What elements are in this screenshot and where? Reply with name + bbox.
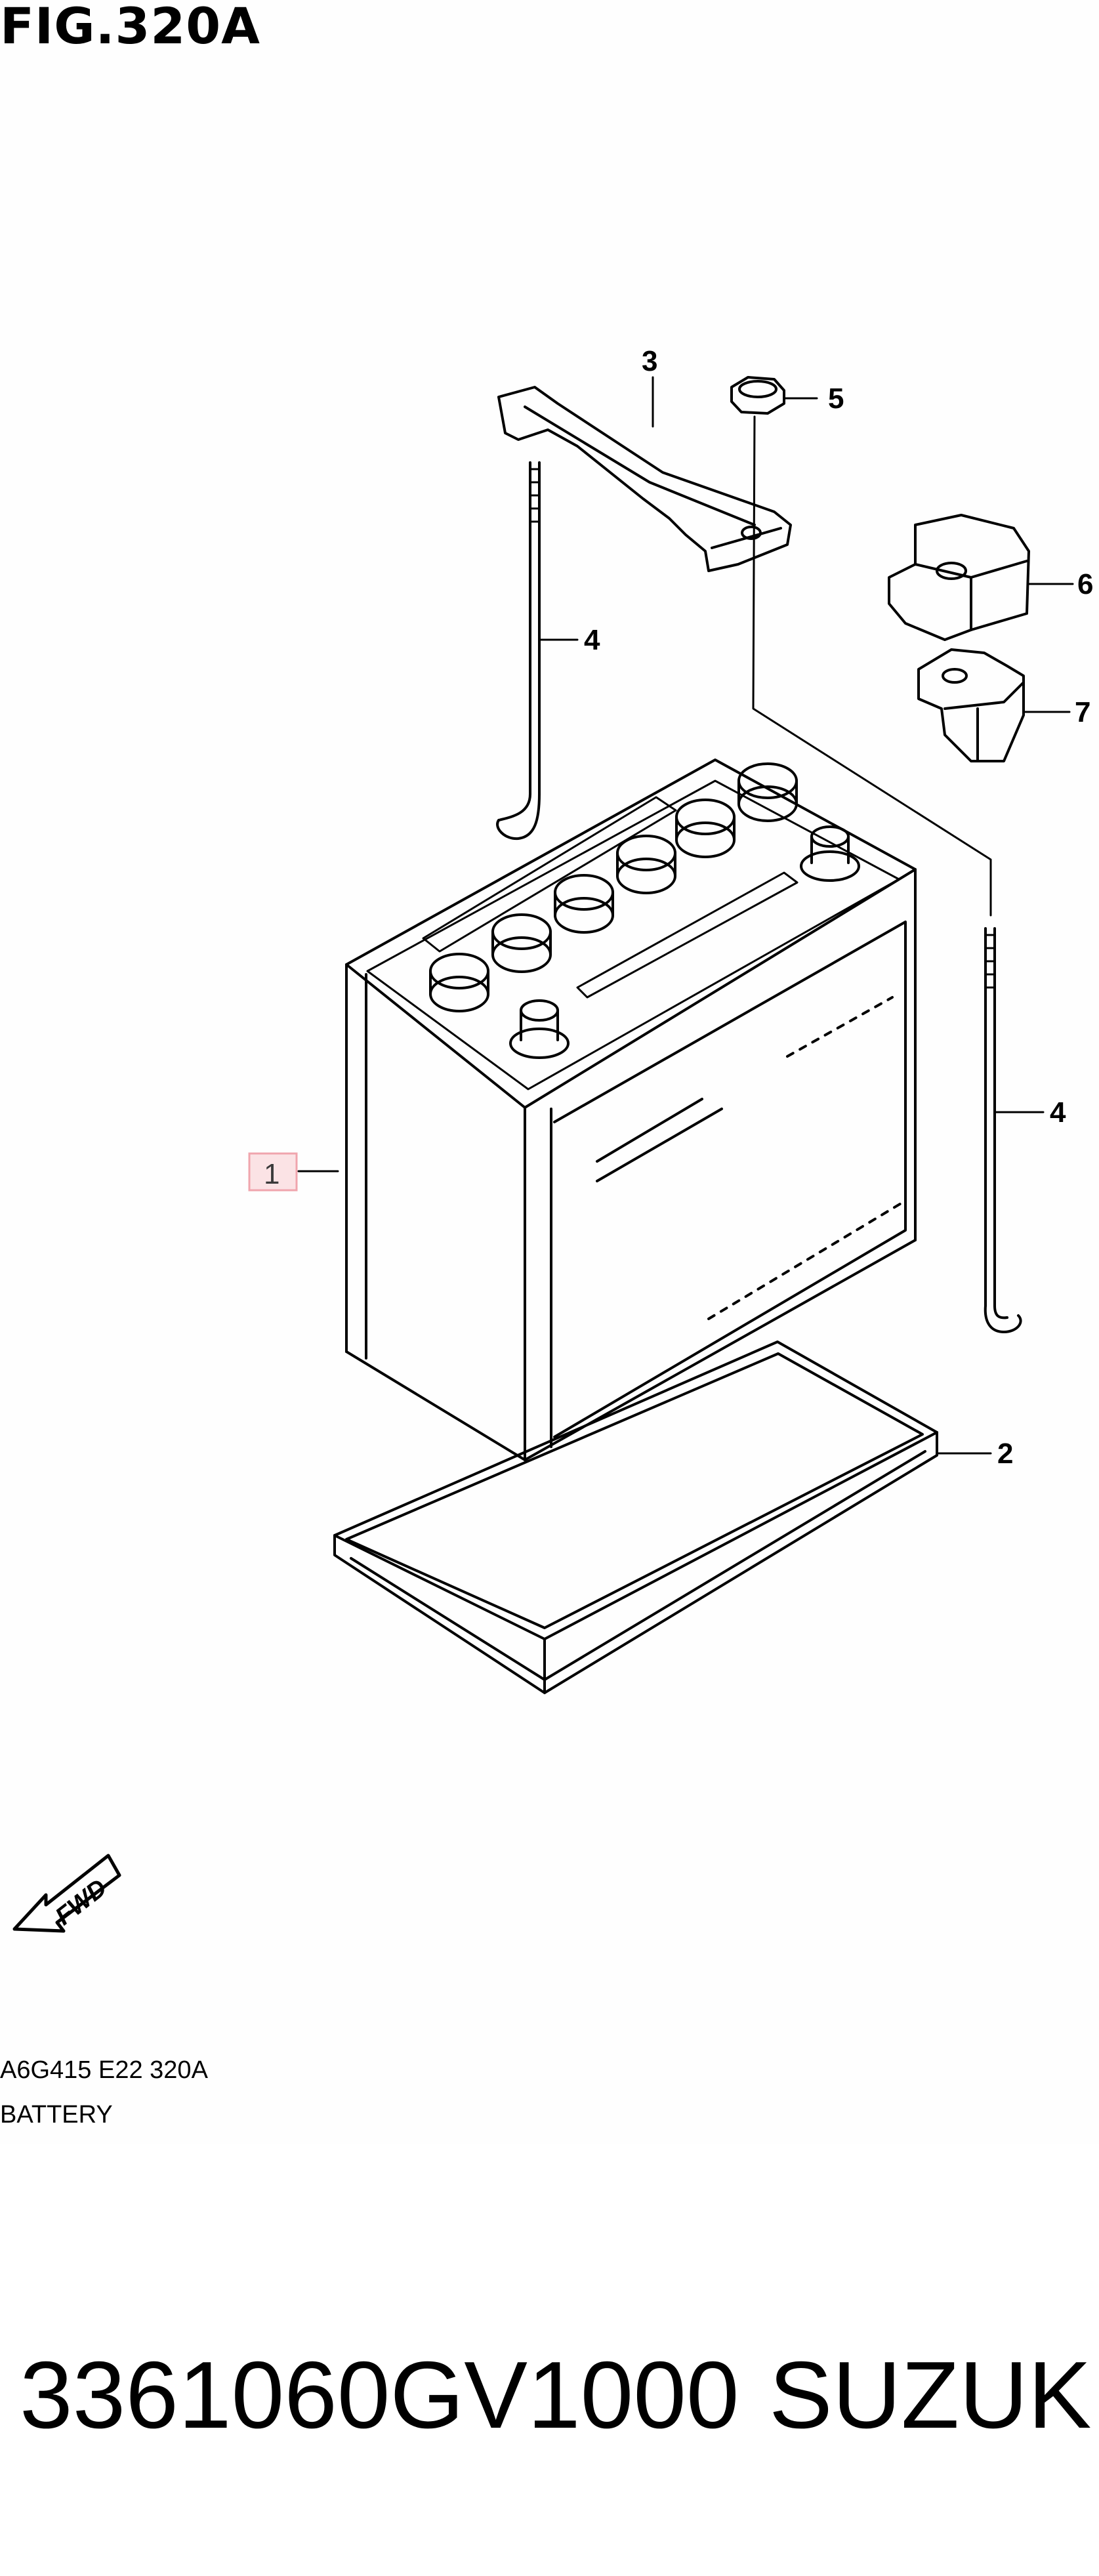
terminal-cover [888,514,1030,641]
battery-body [345,758,917,1461]
cell-caps [429,762,798,1012]
hook-rod-left [496,461,541,841]
hook-rod-right [984,927,1022,1333]
callout-5[interactable]: 5 [828,383,844,415]
flange-bolt [730,376,785,415]
callout-4-left[interactable]: 4 [584,624,600,656]
callout-4-right[interactable]: 4 [1050,1096,1066,1129]
callout-1[interactable]: 1 [264,1158,280,1190]
callout-2[interactable]: 2 [997,1438,1013,1470]
callout-7[interactable]: 7 [1075,696,1090,728]
figure-code: A6G415 E22 320A [0,2056,208,2084]
battery-exploded-diagram: FWD 1 2 3 4 4 5 6 7 [12,345,1093,1933]
callout-6[interactable]: 6 [1077,568,1093,600]
fwd-arrow-icon [12,1854,121,1933]
terminal-posts [509,825,860,1059]
figure-title: FIG.320A [0,0,260,55]
figure-name: BATTERY [0,2101,113,2129]
part-number: 3361060GV1000 [20,2342,739,2448]
callout-3[interactable]: 3 [642,345,657,377]
leader-lines [297,376,1074,1455]
battery-tray [333,1340,938,1694]
terminal-clamp [917,648,1025,762]
brand-name: SUZUKI [769,2342,1099,2448]
callout-1-highlight [248,1152,298,1192]
guide-lines [752,415,992,917]
hold-down-bracket [497,386,792,572]
